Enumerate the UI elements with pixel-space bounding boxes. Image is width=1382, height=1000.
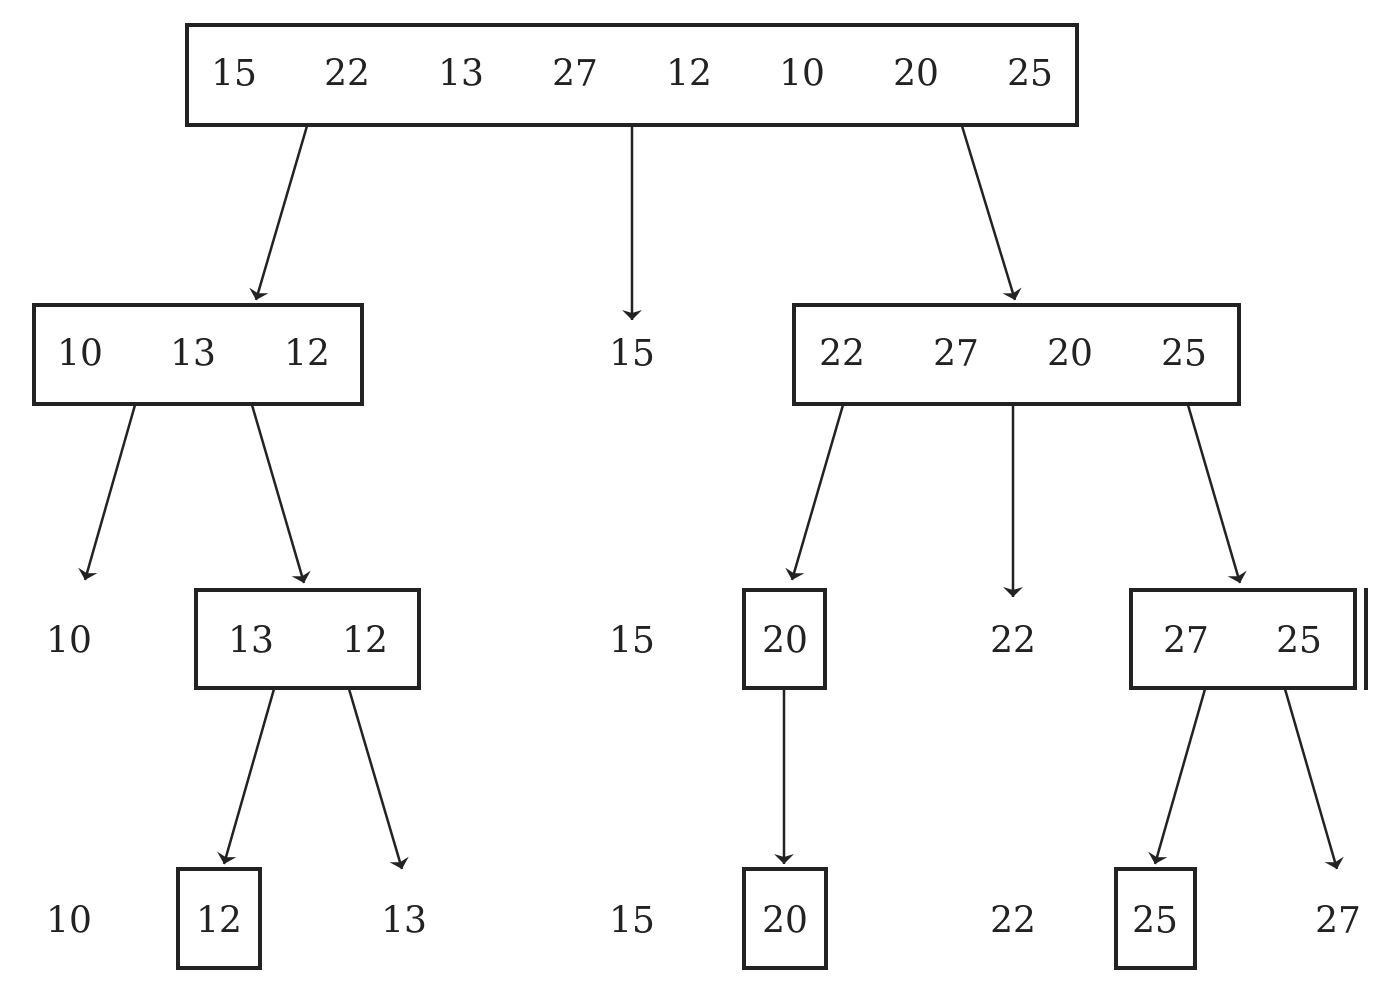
level2-middle-box (742, 588, 827, 690)
arrow (249, 125, 309, 301)
level1-left-value: 12 (284, 334, 330, 375)
arrow (785, 404, 845, 581)
level1-right-value: 22 (819, 334, 865, 375)
level3-boxed-value: 12 (196, 901, 242, 942)
arrow (78, 404, 137, 581)
level3-value: 27 (1315, 901, 1361, 942)
level2-middle-single: 22 (990, 621, 1036, 662)
level3-box (1114, 867, 1197, 970)
level0-value: 15 (211, 54, 257, 95)
level3-box (176, 867, 262, 970)
arrow (250, 404, 311, 584)
level0-value: 25 (1007, 54, 1053, 95)
level2-left-value: 12 (342, 621, 388, 662)
level1-right-value: 25 (1161, 334, 1207, 375)
level2-right-value: 27 (1163, 621, 1209, 662)
level3-boxed-value: 20 (762, 901, 808, 942)
level1-right-value: 20 (1047, 334, 1093, 375)
level2-pivot: 15 (609, 621, 655, 662)
arrow (217, 688, 276, 865)
level2-right-value: 25 (1276, 621, 1322, 662)
arrow (1283, 688, 1344, 870)
level3-value: 22 (990, 901, 1036, 942)
level1-right-value: 27 (933, 334, 979, 375)
level1-left-value: 13 (170, 334, 216, 375)
level0-box (185, 23, 1079, 127)
level2-left-box (194, 588, 421, 690)
level0-value: 27 (552, 54, 598, 95)
arrow (1186, 404, 1247, 584)
level0-value: 13 (438, 54, 484, 95)
level3-boxed-value: 25 (1132, 901, 1178, 942)
level3-value: 15 (609, 901, 655, 942)
level3-value: 10 (46, 901, 92, 942)
level2-middle-value: 20 (762, 621, 808, 662)
level1-pivot: 15 (609, 334, 655, 375)
level2-right-box (1129, 588, 1357, 690)
level0-value: 20 (893, 54, 939, 95)
level1-left-box (32, 303, 364, 406)
level0-value: 12 (666, 54, 712, 95)
level1-left-value: 10 (57, 334, 103, 375)
arrow (347, 688, 409, 870)
level2-left-value: 13 (228, 621, 274, 662)
arrow (1148, 688, 1207, 865)
arrow (960, 125, 1022, 301)
level0-value: 10 (779, 54, 825, 95)
level1-right-box (792, 303, 1241, 406)
level0-value: 22 (324, 54, 370, 95)
level3-value: 13 (381, 901, 427, 942)
level3-box (742, 867, 828, 970)
level2-left-single: 10 (46, 621, 92, 662)
